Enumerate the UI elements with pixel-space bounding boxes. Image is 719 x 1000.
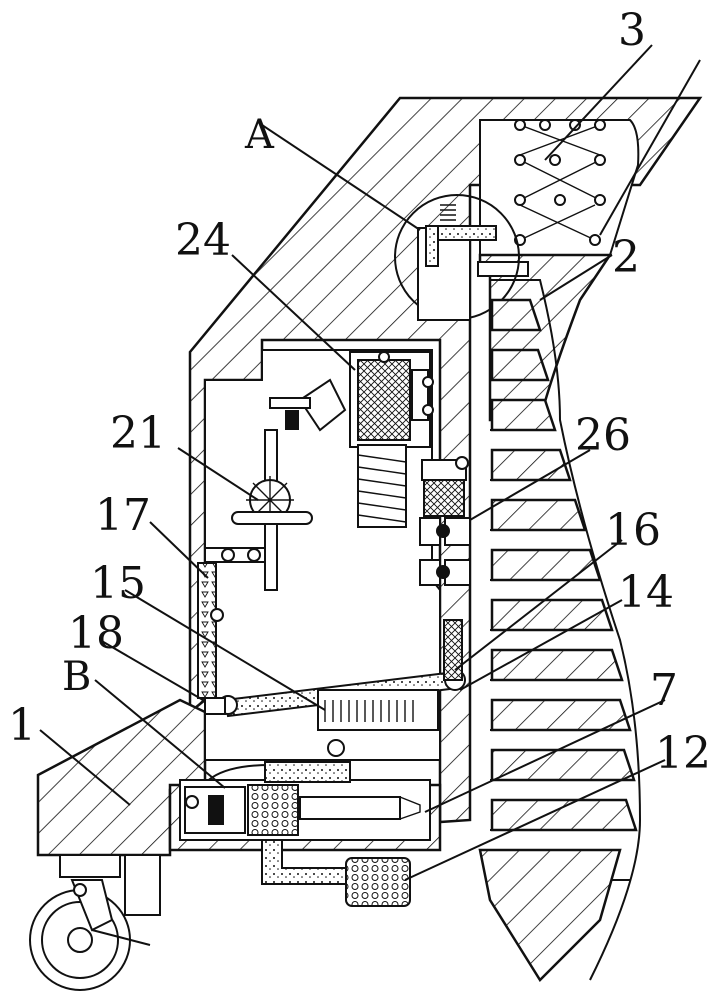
- detail-b: [179, 761, 431, 841]
- label-18: 18: [68, 608, 124, 659]
- label-16: 16: [605, 505, 661, 556]
- label-12: 12: [655, 728, 711, 779]
- rod-pin: [210, 608, 224, 622]
- foot-pedal: [261, 839, 411, 907]
- gear-rack: [204, 429, 313, 591]
- label-17: 17: [95, 490, 151, 541]
- label-14: 14: [618, 567, 674, 618]
- spring-housing: [317, 619, 463, 757]
- label-26: 26: [575, 410, 631, 461]
- label-3: 3: [618, 5, 646, 56]
- clamp-pair: [419, 456, 471, 586]
- label-2: 2: [612, 232, 640, 283]
- back-cushion: [478, 279, 642, 982]
- label-7: 7: [650, 665, 678, 716]
- reference-labels: 3 A 24 2 21 26 17 16 15 14 18 B 7 1 12: [8, 5, 711, 779]
- triangle-rod: [197, 562, 217, 699]
- label-15: 15: [90, 558, 146, 609]
- label-24: 24: [175, 215, 231, 266]
- label-1: 1: [8, 700, 36, 751]
- wheel-assembly: [29, 854, 161, 991]
- leader-lines: [39, 44, 701, 881]
- plate-slider: [477, 261, 529, 277]
- scissor-linkage: [479, 119, 640, 256]
- label-a: A: [244, 112, 275, 158]
- detail-a: [394, 194, 520, 321]
- worm-gear-assembly: [269, 351, 434, 528]
- label-21: 21: [110, 408, 166, 459]
- label-b: B: [62, 654, 91, 700]
